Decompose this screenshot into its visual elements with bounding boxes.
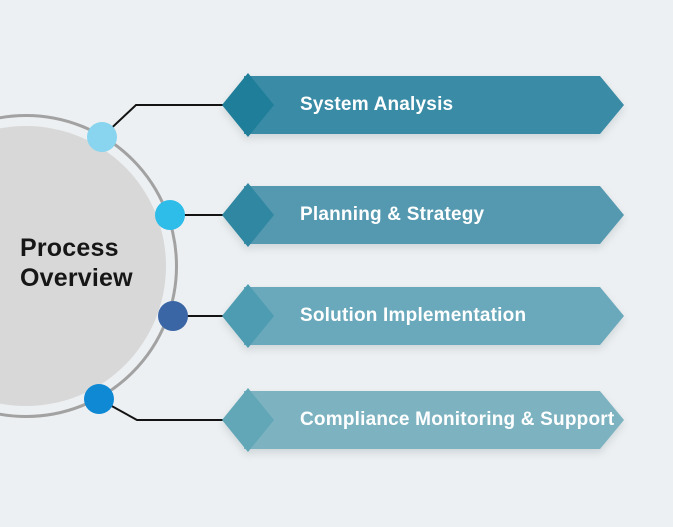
step-label: System Analysis — [300, 94, 454, 115]
connector-line-1 — [101, 104, 226, 138]
step-banner-arrow: System Analysis — [244, 76, 624, 134]
page-title: Process Overview — [20, 234, 133, 292]
step-banner-arrow: Compliance Monitoring & Support — [244, 391, 624, 449]
process-step-3: Solution Implementation — [222, 284, 625, 348]
step-banner-arrow: Solution Implementation — [244, 287, 624, 345]
process-step-1: System Analysis — [222, 73, 625, 137]
step-label: Planning & Strategy — [300, 204, 485, 225]
step-label: Solution Implementation — [300, 305, 527, 326]
node-dot-3 — [158, 301, 188, 331]
step-banner-arrow: Planning & Strategy — [244, 186, 624, 244]
node-dot-1 — [87, 122, 117, 152]
node-dot-4 — [84, 384, 114, 414]
node-dot-2 — [155, 200, 185, 230]
connector-line-4 — [98, 398, 226, 421]
process-step-4: Compliance Monitoring & Support — [222, 388, 625, 452]
step-label: Compliance Monitoring & Support — [300, 409, 615, 430]
process-step-2: Planning & Strategy — [222, 183, 625, 247]
